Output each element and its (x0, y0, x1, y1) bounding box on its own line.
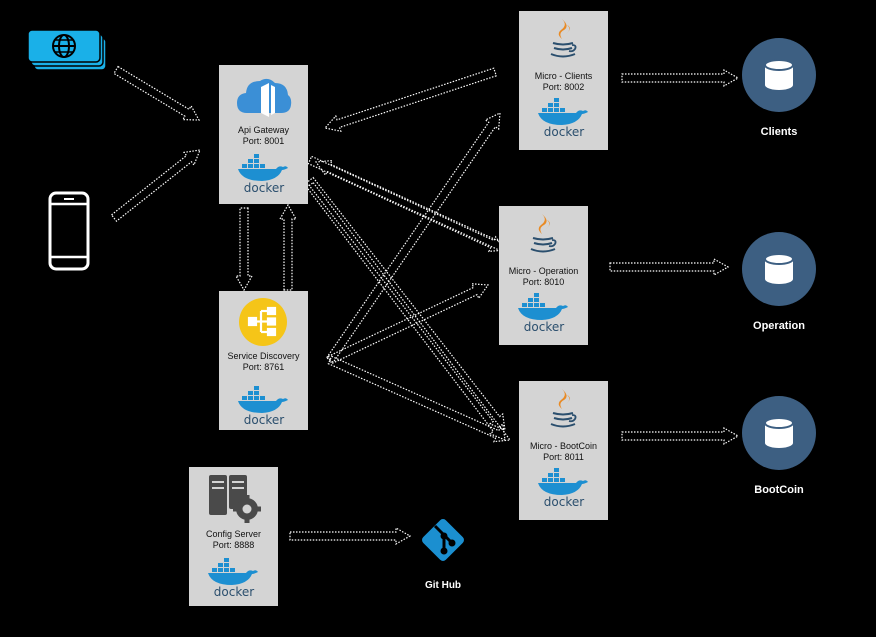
micro-operation-label: Micro - Operation Port: 8010 (499, 266, 588, 288)
connection-arrow (305, 181, 506, 441)
config-server-box: Config Server Port: 8888 docker (189, 467, 278, 606)
connection-arrow (306, 176, 506, 431)
cloud-gateway-icon (235, 73, 293, 122)
config-server-label: Config Server Port: 8888 (189, 529, 278, 551)
java-cup-icon (528, 212, 558, 261)
connection-arrow (113, 65, 201, 121)
service-discovery-label: Service Discovery Port: 8761 (219, 351, 308, 373)
bootcoin-database (742, 396, 816, 470)
config-server-port: Port: 8888 (212, 540, 255, 550)
connection-arrow (621, 426, 740, 446)
docker-wordmark: docker (543, 125, 583, 137)
connection-arrow (325, 112, 501, 364)
connection-arrow (307, 155, 507, 253)
connection-arrow (289, 526, 412, 546)
api-gateway-port: Port: 8001 (242, 136, 285, 146)
api-gateway-name: Api Gateway (237, 125, 290, 135)
docker-wordmark: docker (213, 585, 253, 597)
connection-arrow (234, 207, 254, 292)
bootcoin-database-label: BootCoin (754, 484, 804, 496)
docker-wordmark: docker (523, 320, 563, 332)
micro-bootcoin-label: Micro - BootCoin Port: 8011 (519, 441, 608, 463)
github-label: Git Hub (424, 580, 462, 591)
api-gateway-box: Api Gateway Port: 8001 docker (219, 65, 308, 204)
micro-clients-name: Micro - Clients (534, 71, 593, 81)
micro-operation-name: Micro - Operation (508, 266, 579, 276)
micro-bootcoin-port: Port: 8011 (543, 452, 584, 462)
service-discovery-port: Port: 8761 (242, 362, 285, 372)
docker-logo: docker (519, 467, 608, 507)
server-gear-icon (207, 473, 261, 528)
docker-logo: docker (189, 557, 278, 597)
docker-logo: docker (219, 153, 308, 193)
api-gateway-label: Api Gateway Port: 8001 (219, 125, 308, 147)
java-cup-icon (548, 387, 578, 436)
connection-arrow (609, 257, 730, 277)
connection-arrow (621, 68, 740, 88)
database-cylinder-icon (764, 253, 794, 284)
micro-clients-port: Port: 8002 (542, 82, 585, 92)
git-logo-icon (418, 515, 468, 570)
micro-operation-box: Micro - Operation Port: 8010 docker (499, 206, 588, 345)
docker-wordmark: docker (543, 495, 583, 507)
micro-bootcoin-box: Micro - BootCoin Port: 8011 docker (519, 381, 608, 520)
service-discovery-box: Service Discovery Port: 8761 docker (219, 291, 308, 430)
clients-database (742, 38, 816, 112)
micro-clients-box: Micro - Clients Port: 8002 docker (519, 11, 608, 150)
mobile-client-icon (48, 191, 90, 276)
connection-arrow (323, 67, 498, 133)
docker-wordmark: docker (243, 181, 283, 193)
connection-arrow (278, 203, 298, 291)
operation-database-label: Operation (753, 320, 805, 332)
java-cup-icon (548, 17, 578, 66)
database-cylinder-icon (764, 59, 794, 90)
docker-logo: docker (499, 292, 588, 332)
clients-database-label: Clients (760, 126, 798, 138)
config-server-name: Config Server (205, 529, 262, 539)
operation-database (742, 232, 816, 306)
docker-wordmark: docker (243, 413, 283, 425)
connection-arrow (314, 159, 505, 252)
connection-arrow (110, 149, 201, 222)
connection-arrow (327, 283, 490, 365)
web-client-icon (26, 29, 110, 78)
micro-bootcoin-name: Micro - BootCoin (529, 441, 598, 451)
network-hierarchy-icon (238, 297, 288, 352)
micro-operation-port: Port: 8010 (522, 277, 565, 287)
connection-arrow (327, 355, 512, 443)
docker-logo: docker (219, 385, 308, 425)
service-discovery-name: Service Discovery (227, 351, 300, 361)
micro-clients-label: Micro - Clients Port: 8002 (519, 71, 608, 93)
docker-logo: docker (519, 97, 608, 137)
database-cylinder-icon (764, 417, 794, 448)
